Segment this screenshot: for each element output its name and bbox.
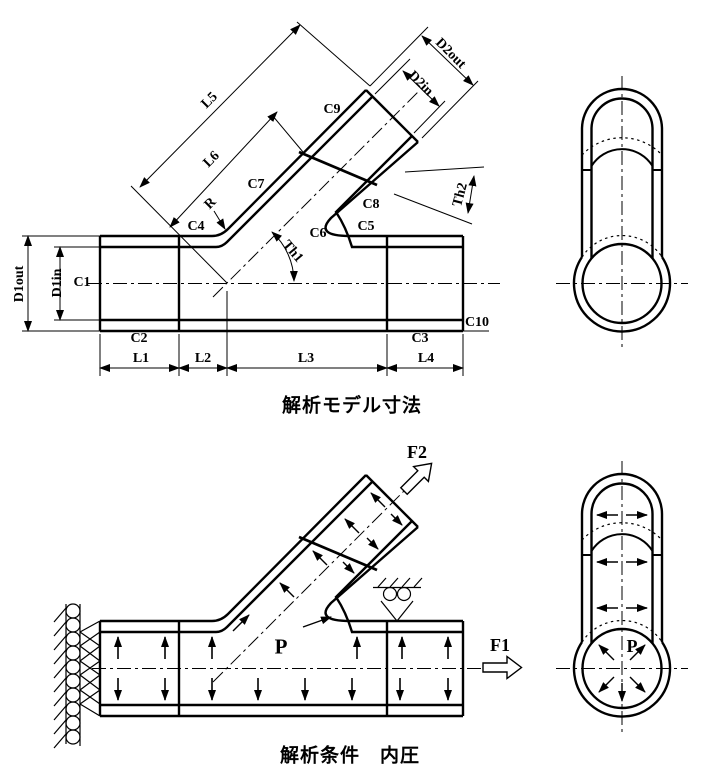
pressure-arrows-endview: [596, 511, 648, 702]
label-d1in: D1in: [50, 268, 65, 298]
model-dimension-figure: [22, 21, 690, 376]
force-arrow-f1: [482, 655, 523, 680]
figure1-caption: 解析モデル寸法: [281, 395, 423, 417]
label-pressure-endview: P: [626, 636, 638, 656]
label-l4: L4: [417, 351, 435, 366]
force-arrows: [399, 462, 523, 680]
label-c9: C9: [323, 102, 341, 117]
pressure-arrows-branch: [232, 492, 403, 632]
centerlines-2: [92, 490, 483, 683]
pressure-arrows-main: [114, 636, 452, 701]
fixed-support-symbol: [53, 603, 101, 749]
label-l2: L2: [194, 351, 212, 366]
label-f2: F2: [407, 442, 427, 462]
label-c3: C3: [411, 331, 429, 346]
label-pressure-main: P: [274, 634, 288, 659]
label-c8: C8: [362, 197, 380, 212]
label-c10: C10: [464, 315, 490, 330]
dimension-lines: [24, 24, 477, 372]
label-c7: C7: [247, 177, 265, 192]
label-l1: L1: [132, 351, 150, 366]
label-c2: C2: [130, 331, 148, 346]
label-l3: L3: [297, 351, 315, 366]
label-c4: C4: [187, 219, 205, 234]
label-f1: F1: [490, 635, 510, 655]
label-c6: C6: [309, 226, 327, 241]
label-c1: C1: [73, 275, 91, 290]
roller-support-symbol: [373, 577, 423, 622]
analysis-condition-figure: [53, 459, 690, 749]
label-c5: C5: [357, 219, 375, 234]
figure2-caption: 解析条件 内圧: [279, 745, 421, 767]
label-d1out: D1out: [12, 265, 27, 303]
centerlines: [88, 91, 500, 298]
force-arrow-f2: [399, 462, 433, 496]
